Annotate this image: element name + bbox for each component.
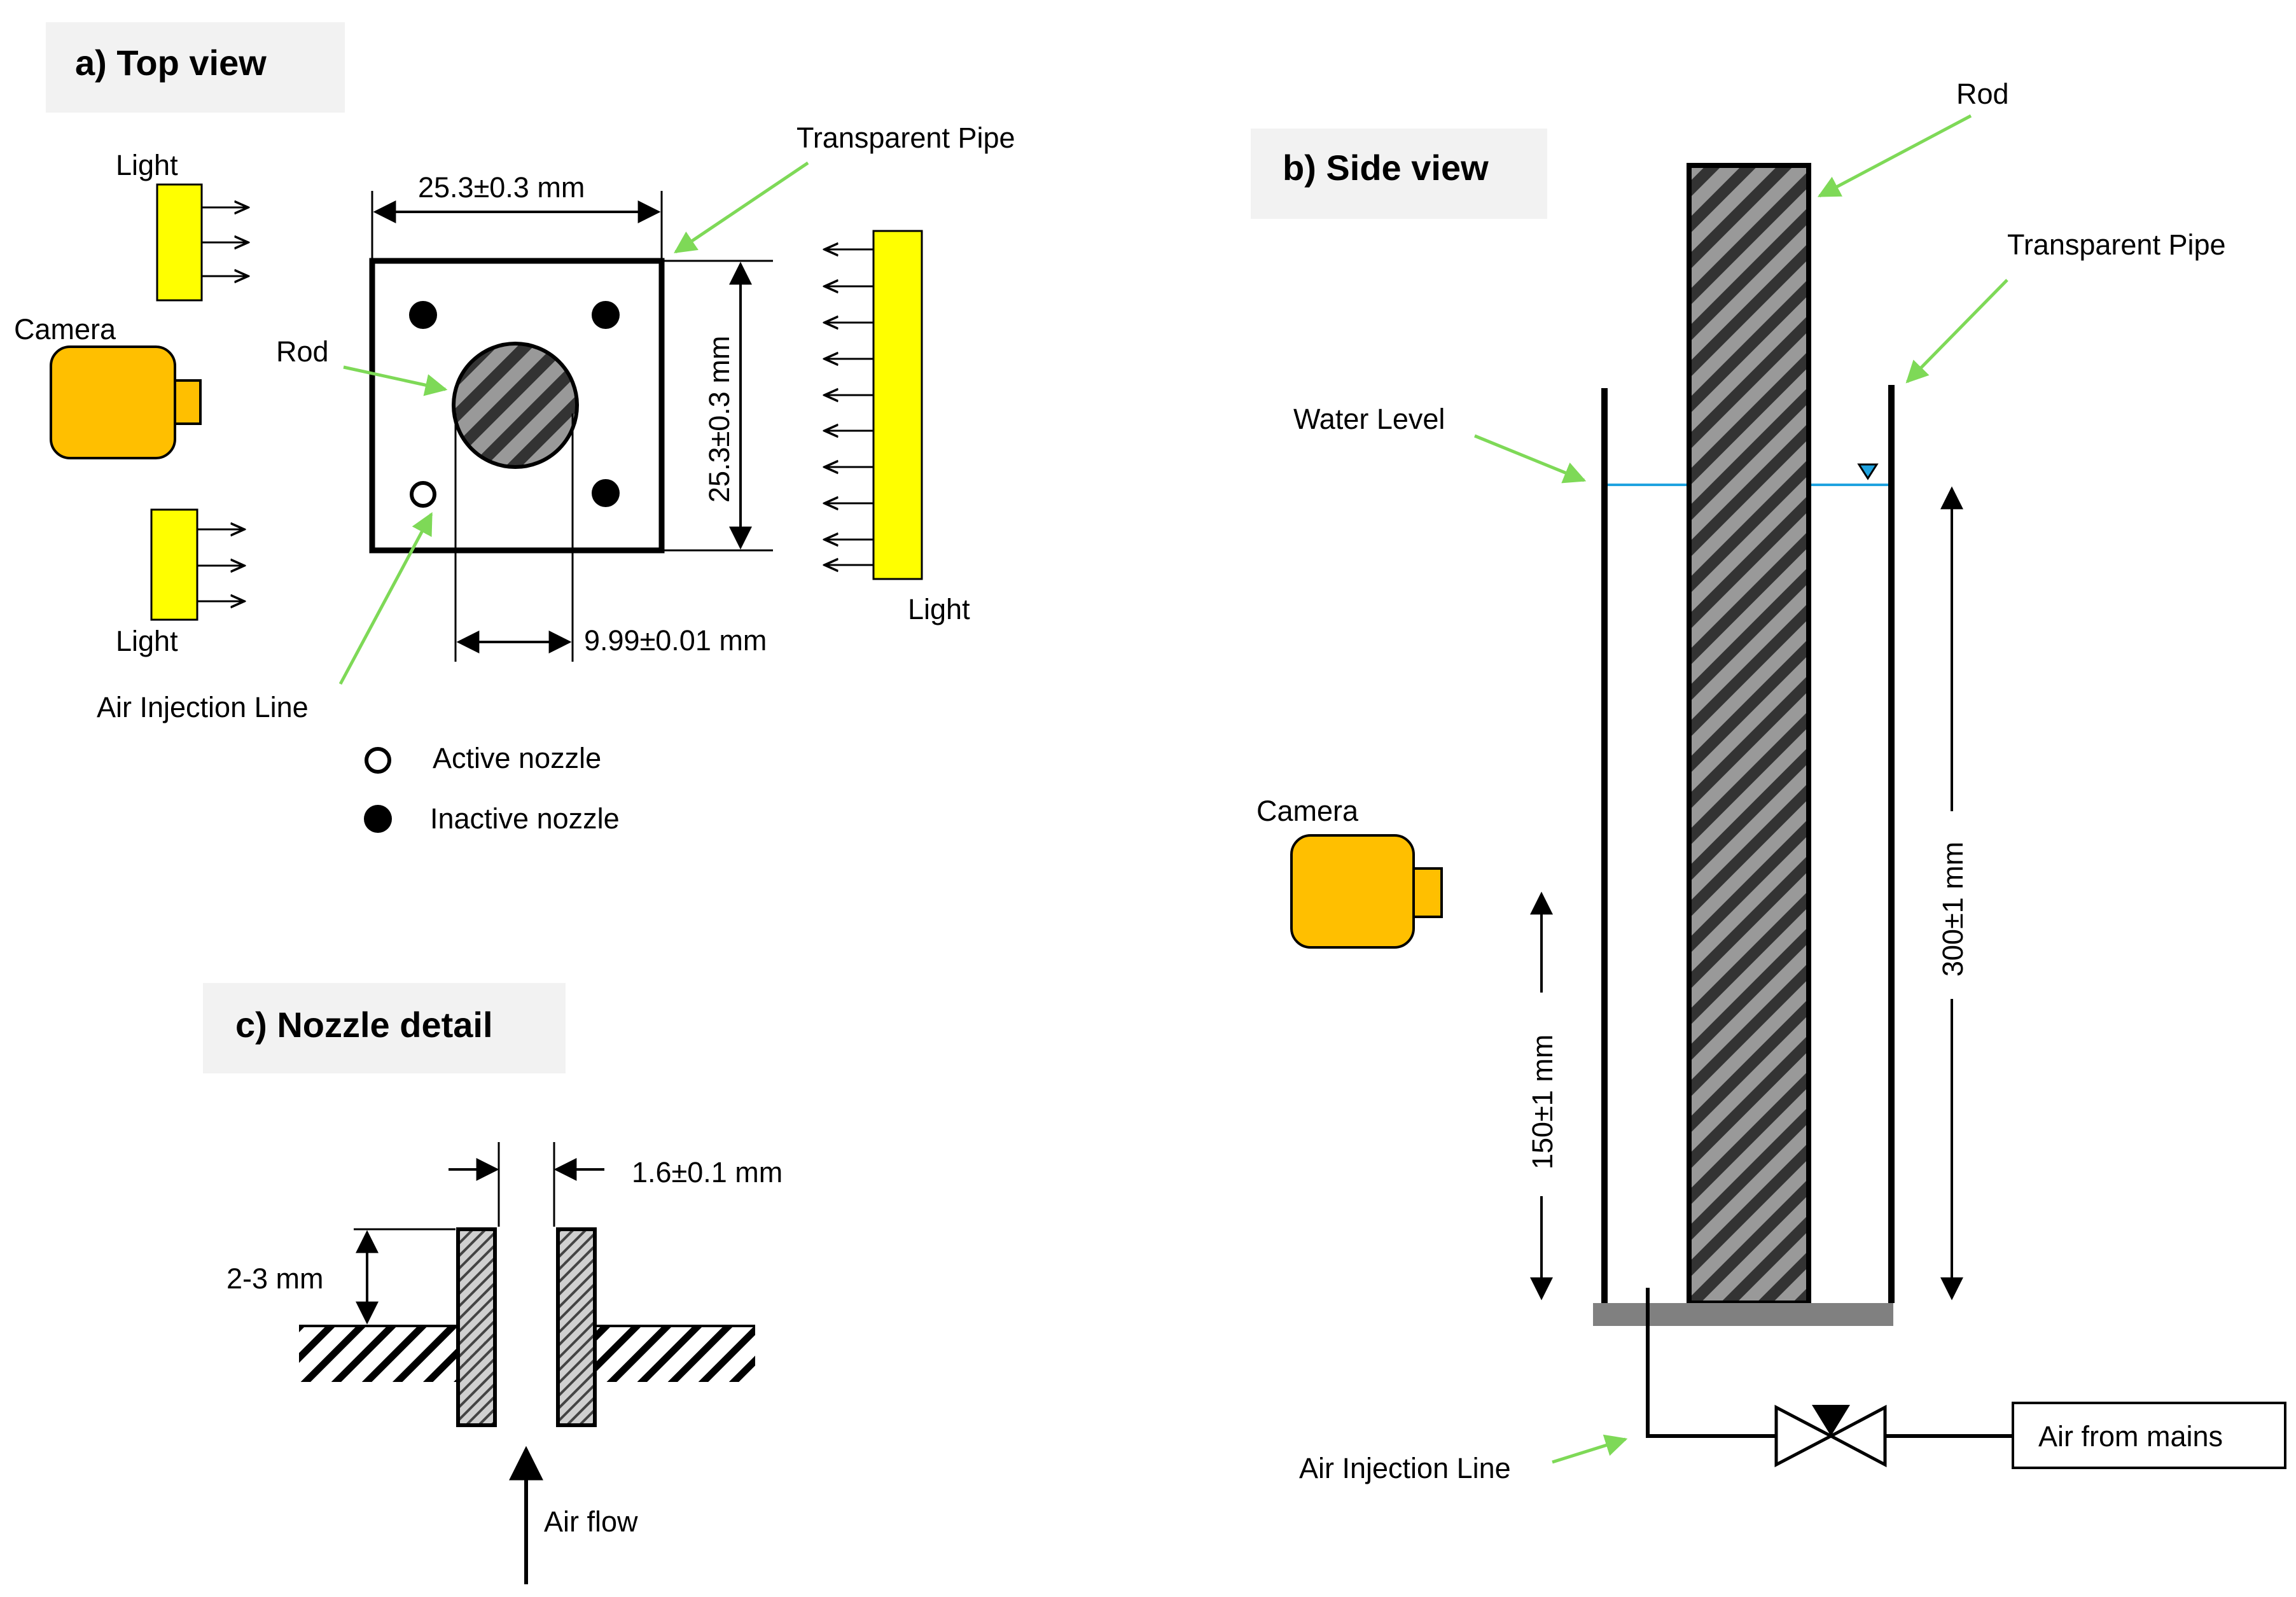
dim-150-label: 150±1 mm: [1526, 1035, 1559, 1169]
panel-a-title: a) Top view: [75, 43, 267, 83]
legend-active-nozzle-icon: [365, 747, 391, 774]
water-level-marker: [1857, 463, 1879, 480]
transparent-pipe-a-pointer: [674, 161, 809, 254]
air-flow-label: Air flow: [544, 1505, 638, 1538]
light-bottom-left-rays: [197, 529, 244, 601]
air-injection-line-b-pointer: [1552, 1434, 1628, 1464]
dim-height-label: 25.3±0.3 mm: [703, 336, 735, 503]
light-bottom-left: [150, 508, 198, 621]
light-top-left-rays: [202, 207, 248, 276]
rod-a-pointer: [343, 365, 448, 396]
camera-b-lens: [1412, 867, 1443, 918]
camera-a-body: [50, 345, 176, 459]
rod-b-label: Rod: [1956, 78, 2009, 110]
dim-rod-label: 9.99±0.01 mm: [584, 624, 767, 657]
dim-height-c-label: 2-3 mm: [226, 1262, 324, 1295]
air-from-mains-box: [2012, 1402, 2286, 1469]
nozzle-wall-right: [556, 1227, 597, 1427]
light-bottom-left-label: Light: [116, 625, 178, 657]
legend-inactive-label: Inactive nozzle: [430, 802, 620, 835]
dim-width-label: 25.3±0.3 mm: [418, 171, 585, 204]
air-from-mains-label: Air from mains: [2038, 1420, 2223, 1453]
ground-left: [299, 1326, 458, 1382]
legend-active-label: Active nozzle: [433, 742, 601, 774]
panel-side-view: b) Side view Air from mains Camera 150±1…: [1251, 78, 2286, 1484]
panel-nozzle-detail: c) Nozzle detail 1.6±0.1 mm 2-3 mm Air f…: [203, 983, 783, 1584]
panel-c-title-box: [203, 983, 566, 1073]
camera-b-label: Camera: [1256, 795, 1359, 827]
rod-side: [1687, 163, 1811, 1306]
valve-icon: [1774, 1404, 1887, 1468]
rod-cross-section: [452, 342, 579, 469]
inactive-nozzle-top-right: [592, 301, 620, 329]
camera-a-lens: [174, 379, 202, 425]
dim-300-label: 300±1 mm: [1937, 842, 1969, 977]
water-level-pointer: [1474, 434, 1587, 484]
dim-gap-label: 1.6±0.1 mm: [632, 1156, 783, 1189]
light-right-rays: [824, 249, 873, 565]
water-level-label: Water Level: [1293, 403, 1445, 435]
inactive-nozzle-bottom-right: [592, 479, 620, 507]
pipe-base: [1593, 1303, 1893, 1326]
air-injection-line-a-label: Air Injection Line: [97, 691, 309, 723]
ground-right: [595, 1326, 755, 1382]
camera-a-label: Camera: [14, 313, 116, 345]
air-line-pipe: [1646, 1288, 1776, 1438]
light-top-left-label: Light: [116, 149, 178, 181]
transparent-pipe-b-pointer: [1905, 279, 2008, 384]
air-injection-line-b-label: Air Injection Line: [1299, 1452, 1511, 1484]
legend-inactive-nozzle-icon: [364, 805, 392, 833]
light-right: [872, 230, 923, 580]
light-right-label: Light: [908, 593, 970, 625]
transparent-pipe-b-label: Transparent Pipe: [2007, 228, 2226, 261]
rod-b-pointer: [1817, 114, 1972, 198]
transparent-pipe-a-label: Transparent Pipe: [797, 122, 1015, 154]
inactive-nozzle-top-left: [409, 301, 437, 329]
nozzle-wall-left: [456, 1227, 497, 1427]
camera-b-body: [1290, 834, 1415, 949]
active-nozzle-bottom-left: [410, 481, 436, 508]
panel-b-title: b) Side view: [1283, 148, 1489, 188]
panel-c-title: c) Nozzle detail: [235, 1005, 493, 1045]
panel-a-title-box: [46, 22, 345, 113]
panel-b-title-box: [1251, 129, 1547, 219]
panel-top-view: a) Top view Light Camera Light Light: [14, 22, 1015, 835]
light-top-left: [156, 183, 203, 302]
air-injection-line-a-pointer: [338, 512, 433, 685]
rod-a-label: Rod: [276, 335, 329, 368]
